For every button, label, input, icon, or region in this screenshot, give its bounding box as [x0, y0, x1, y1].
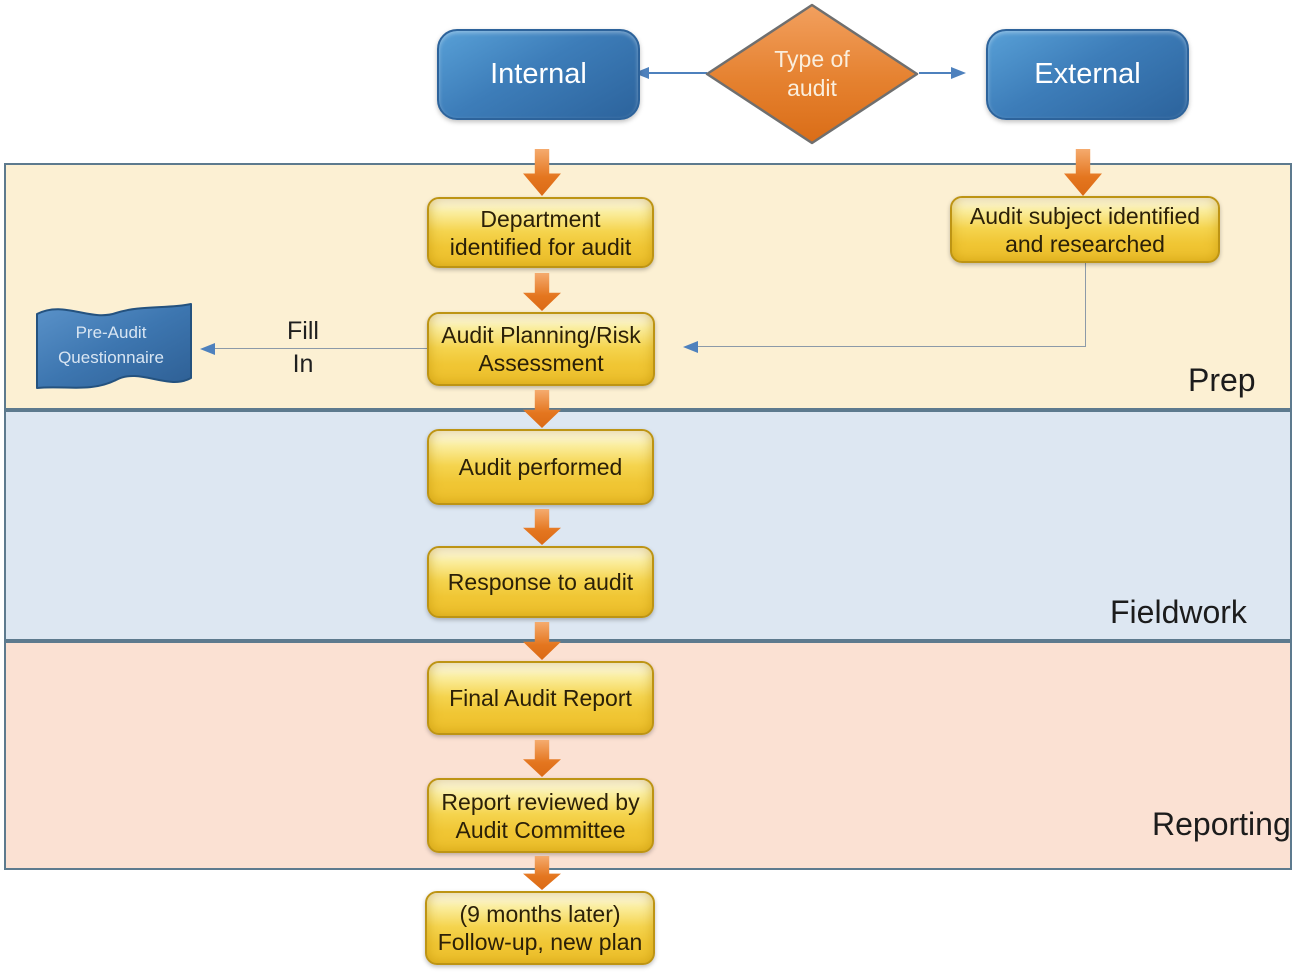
arrowhead-right-icon	[951, 67, 966, 79]
connector-line	[1085, 263, 1086, 346]
step-label: identified for audit	[449, 233, 632, 260]
step-response-to-audit: Response to audit	[427, 546, 654, 618]
step-label: Audit Committee	[455, 816, 626, 843]
connector-line	[697, 346, 1086, 347]
arrowhead-left-icon	[683, 341, 698, 353]
band-label-fieldwork: Fieldwork	[1110, 594, 1247, 630]
step-audit-planning: Audit Planning/Risk Assessment	[427, 312, 655, 386]
wavy-document-icon	[36, 303, 192, 389]
external-terminal: External	[986, 29, 1189, 120]
step-label: Audit Planning/Risk	[441, 322, 641, 348]
flag-label-line1: Pre-Audit	[75, 323, 147, 342]
edge-label-in: In	[292, 350, 314, 378]
band-label-reporting: Reporting	[1152, 806, 1291, 842]
internal-label: Internal	[490, 58, 587, 90]
internal-terminal: Internal	[437, 29, 640, 120]
branch-line-internal	[648, 72, 707, 74]
flag-label: Pre-Audit Questionnaire	[36, 320, 186, 370]
edge-label-fill: Fill	[287, 317, 319, 345]
step-label: Audit subject identified	[969, 202, 1201, 229]
step-department-identified: Department identified for audit	[427, 197, 654, 268]
step-label: (9 months later)	[459, 901, 621, 927]
step-label: Department	[480, 205, 601, 232]
decision-diamond: Type of audit	[705, 3, 919, 145]
step-label: Report reviewed by	[441, 788, 640, 815]
step-audit-subject-identified: Audit subject identified and researched	[950, 196, 1220, 263]
step-report-reviewed: Report reviewed by Audit Committee	[427, 778, 654, 853]
step-audit-performed: Audit performed	[427, 429, 654, 505]
band-label-prep: Prep	[1188, 362, 1256, 398]
arrowhead-left-icon	[200, 343, 215, 355]
step-label: Final Audit Report	[449, 685, 632, 711]
step-label: Assessment	[478, 350, 604, 376]
step-follow-up: (9 months later) Follow-up, new plan	[425, 891, 655, 965]
pre-audit-questionnaire-flag	[28, 296, 200, 402]
step-label: Audit performed	[458, 454, 623, 480]
decision-label-line1: Type of	[774, 46, 850, 72]
branch-line-external	[919, 72, 953, 74]
step-label: Response to audit	[447, 569, 634, 595]
flag-label-line2: Questionnaire	[58, 348, 164, 367]
connector-line	[212, 348, 427, 349]
diamond-shape-icon	[705, 3, 919, 145]
external-label: External	[1034, 58, 1141, 90]
step-label: Follow-up, new plan	[437, 929, 643, 955]
decision-label: Type of audit	[705, 3, 919, 145]
decision-label-line2: audit	[787, 75, 837, 101]
step-final-audit-report: Final Audit Report	[427, 661, 654, 735]
step-label: and researched	[1005, 230, 1165, 257]
